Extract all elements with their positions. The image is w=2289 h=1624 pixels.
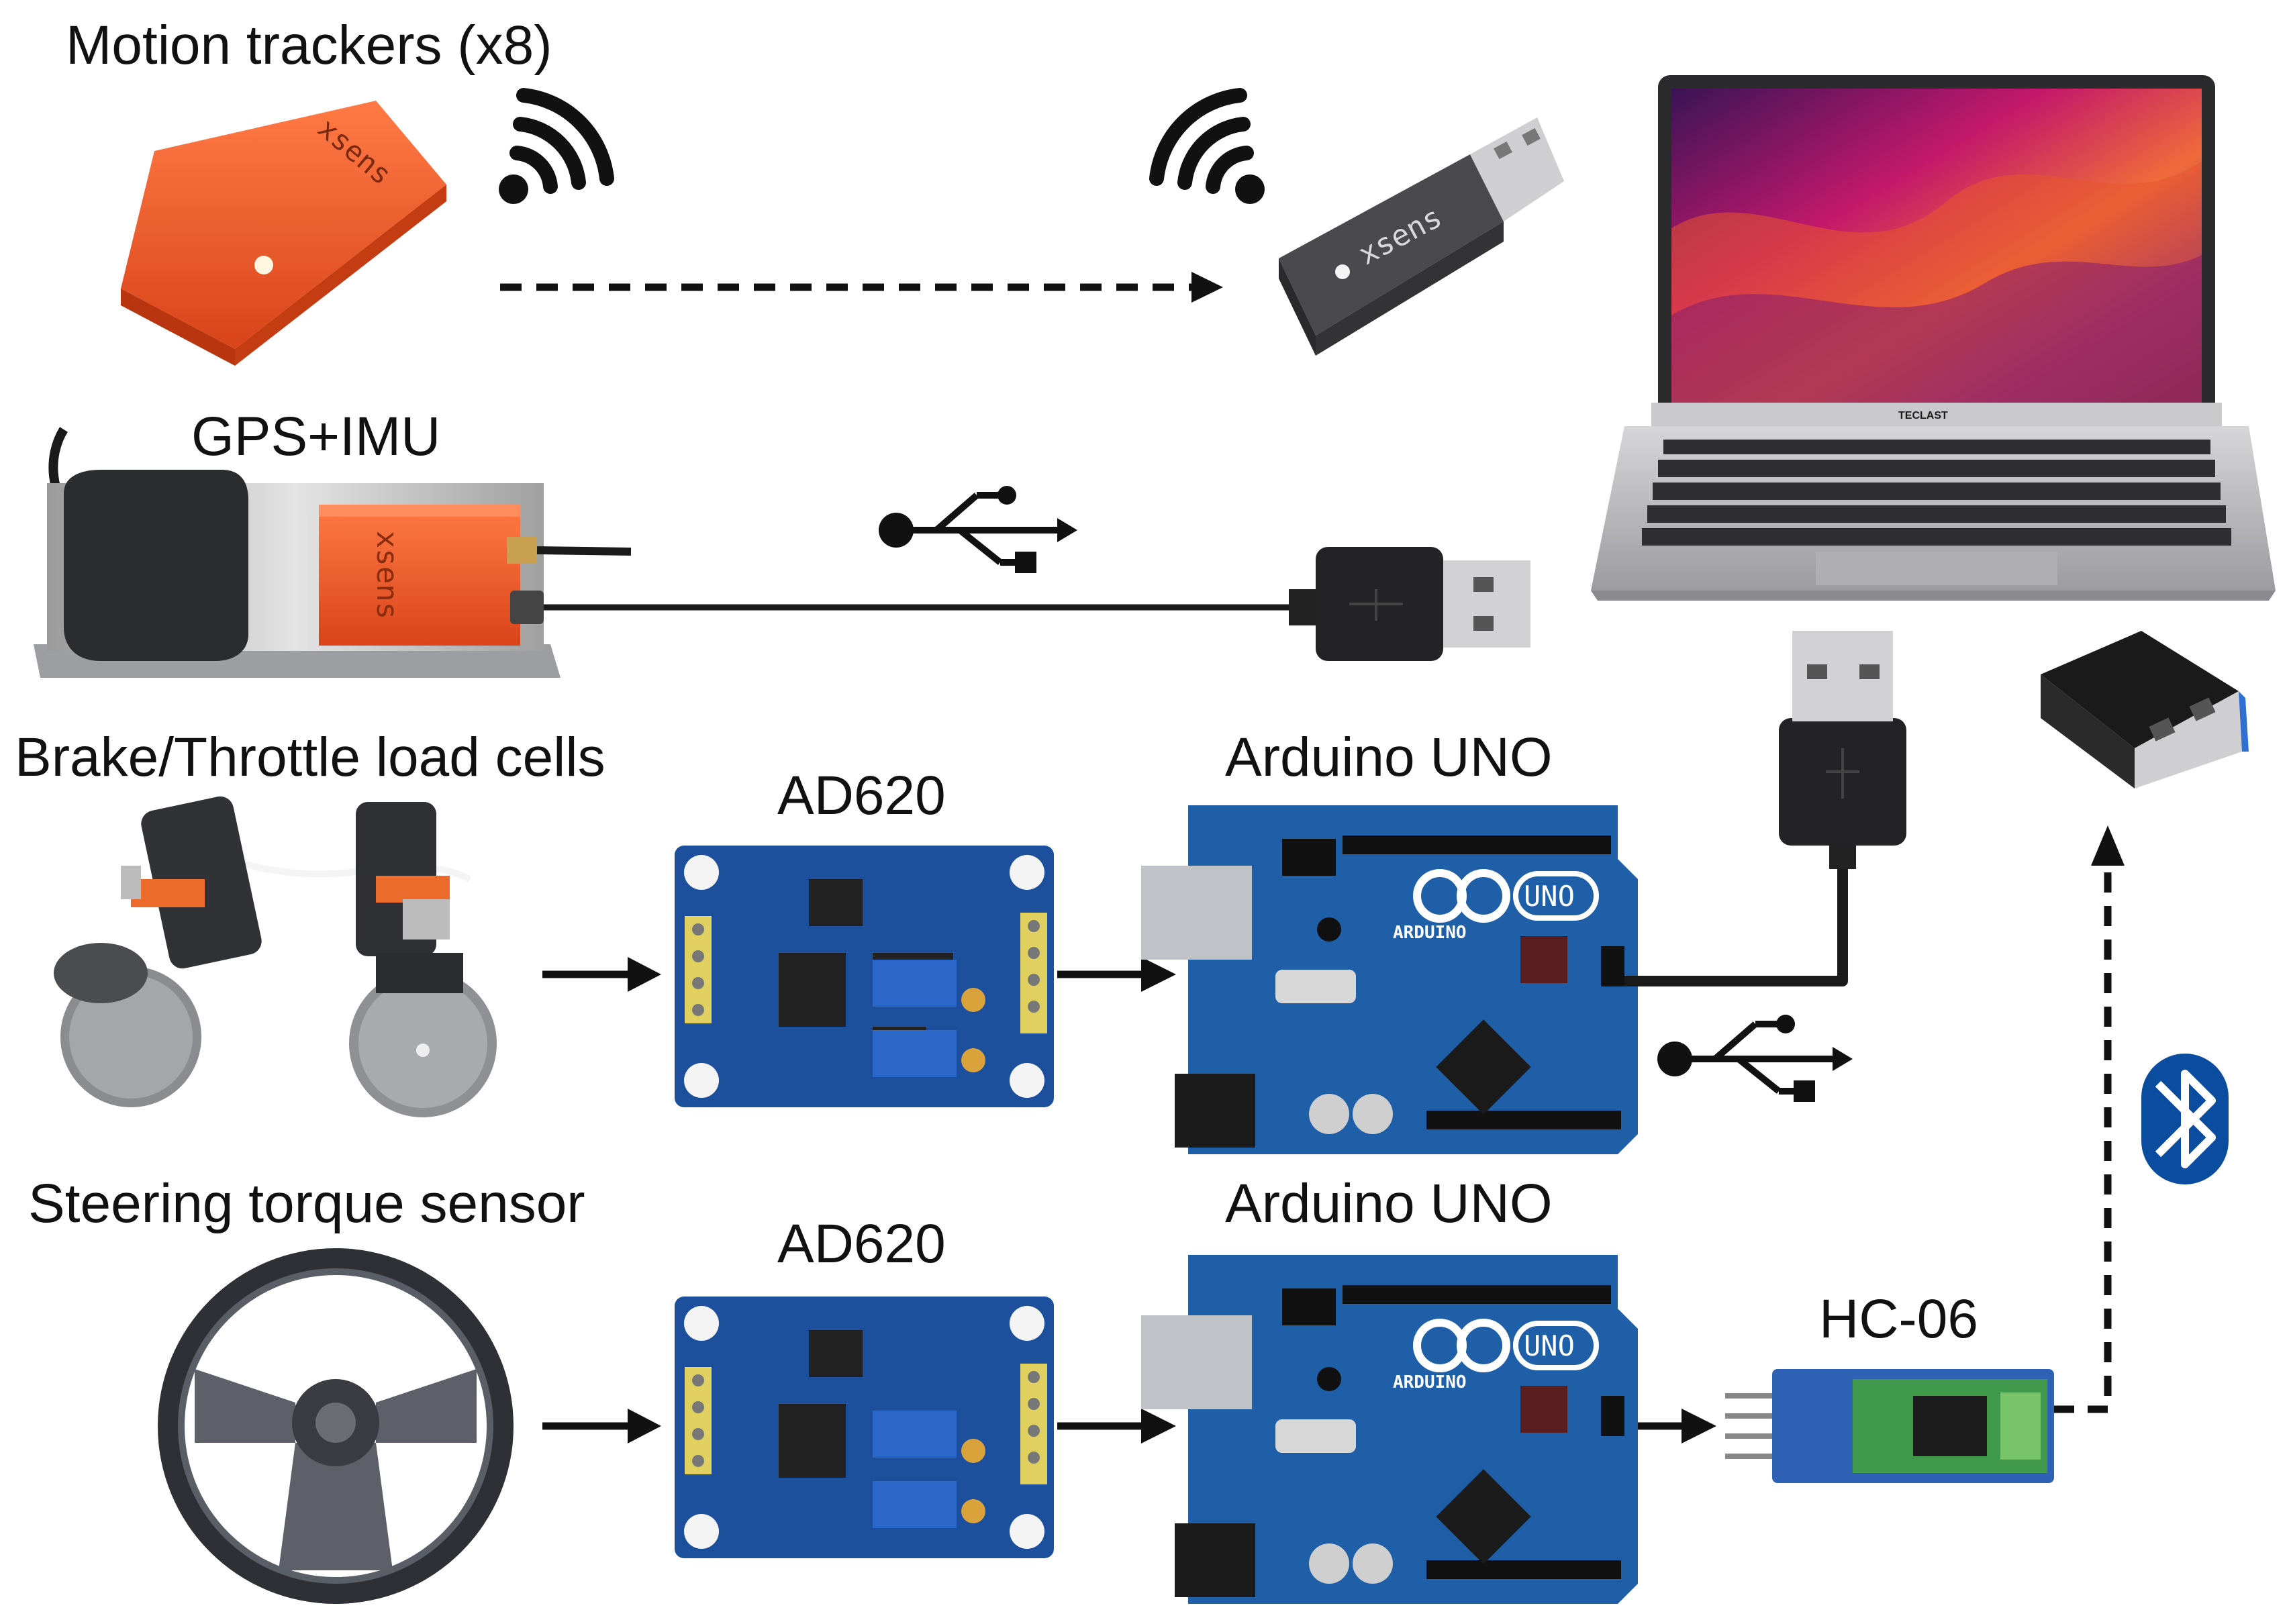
motion-tracker-device [121,101,446,366]
usb-symbol-icon [879,486,1077,573]
arduino-usb-cable [1624,631,1906,986]
gps-usb-cable [544,547,1530,661]
label-gps-imu: GPS+IMU [191,406,441,467]
xsens-gps-logo: xsens [370,530,405,620]
arduino-uno-board-bottom [1141,1255,1638,1604]
uno-badge-bottom: UNO [1524,1329,1575,1362]
hc06-bluetooth-module [1725,1369,2054,1483]
ad620-board-top [675,846,1054,1107]
usb-symbol-icon-arduino [1657,1015,1853,1102]
wifi-receive-icon [1149,88,1265,204]
laptop-brand-text: TECLAST [1898,410,1948,421]
arrow-ad620-to-arduino-top [1057,957,1176,992]
label-motion-trackers: Motion trackers (x8) [66,15,552,76]
load-cells-image [54,796,497,1117]
arduino-brand-top: ARDUINO [1393,923,1467,943]
arduino-uno-board-top [1141,805,1638,1154]
bluetooth-icon [2141,1054,2229,1184]
wifi-transmit-icon [499,88,614,204]
bluetooth-link-arrow [2054,825,2125,1413]
label-steering: Steering torque sensor [28,1173,585,1234]
ad620-board-bottom [675,1297,1054,1558]
label-arduino-bottom: Arduino UNO [1225,1173,1553,1234]
arduino-brand-bottom: ARDUINO [1393,1372,1467,1392]
label-hc06: HC-06 [1819,1288,1978,1350]
uno-badge-top: UNO [1524,880,1575,913]
arrow-steering-to-ad620 [542,1409,661,1443]
arrow-loadcells-to-ad620 [542,957,661,992]
label-ad620-bottom: AD620 [777,1213,946,1274]
steering-wheel-image [158,1248,514,1604]
laptop-keyboard [1642,440,2231,546]
xsens-usb-dongle [1279,117,1564,356]
gps-imu-device [34,427,632,678]
wireless-link-arrow [500,272,1223,303]
bluetooth-usb-dongle [2041,631,2249,789]
arrow-arduino-to-hc06 [1638,1409,1716,1443]
laptop [1591,75,2276,601]
label-load-cells: Brake/Throttle load cells [15,727,605,788]
label-ad620-top: AD620 [777,765,946,826]
label-arduino-top: Arduino UNO [1225,727,1553,788]
arrow-ad620-to-arduino-bottom [1057,1409,1176,1443]
